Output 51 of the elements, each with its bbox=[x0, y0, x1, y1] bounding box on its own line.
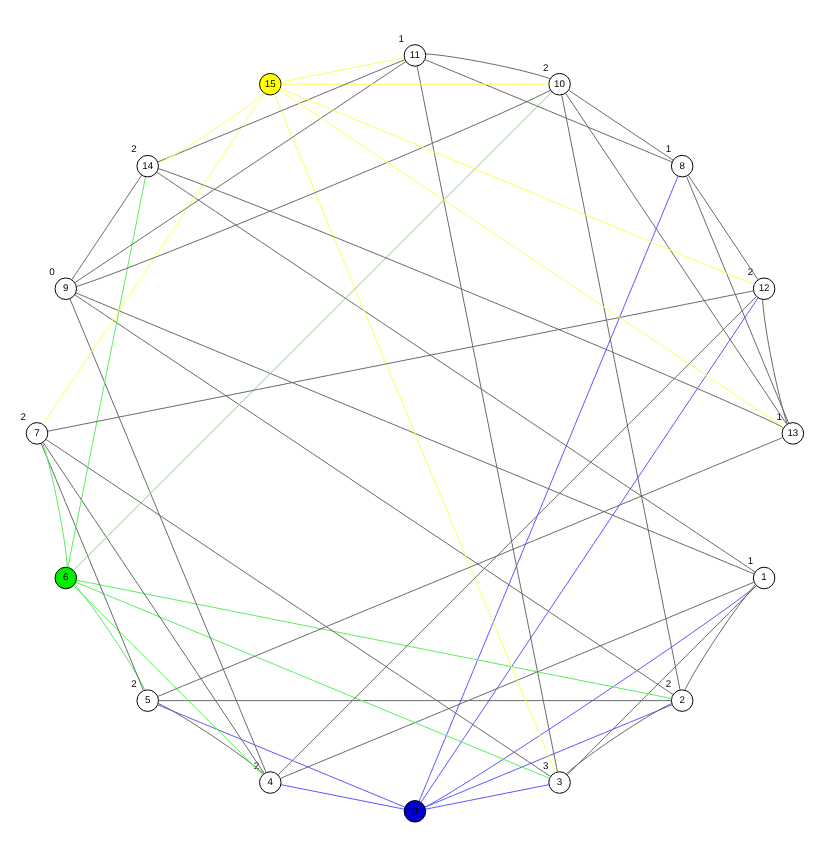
connector bbox=[280, 580, 755, 778]
connector bbox=[280, 82, 550, 84]
connector bbox=[279, 88, 785, 427]
connector bbox=[566, 584, 757, 775]
connector bbox=[568, 88, 674, 160]
connector bbox=[424, 584, 757, 807]
connector bbox=[75, 291, 755, 574]
connector bbox=[42, 441, 68, 567]
connector bbox=[156, 170, 756, 572]
connector bbox=[416, 64, 558, 772]
connector bbox=[273, 92, 556, 772]
connector bbox=[47, 289, 754, 431]
connector bbox=[40, 442, 144, 690]
connector bbox=[69, 297, 267, 772]
connector bbox=[280, 783, 405, 809]
connector bbox=[685, 174, 790, 423]
connector bbox=[73, 584, 264, 775]
connector bbox=[158, 699, 672, 701]
connector bbox=[75, 88, 551, 287]
connector bbox=[157, 436, 784, 696]
connector bbox=[157, 703, 406, 807]
connector bbox=[67, 175, 146, 567]
connector bbox=[157, 167, 785, 428]
connector bbox=[424, 58, 673, 162]
connector bbox=[687, 173, 759, 280]
connector bbox=[561, 93, 681, 690]
connector bbox=[425, 783, 550, 809]
connector bbox=[157, 701, 264, 774]
connector bbox=[424, 703, 673, 807]
connector bbox=[74, 293, 674, 694]
connector bbox=[277, 295, 757, 775]
connector bbox=[76, 578, 672, 698]
connector bbox=[158, 91, 265, 163]
connector bbox=[565, 702, 672, 774]
connector bbox=[74, 60, 407, 283]
connector bbox=[71, 173, 143, 280]
connector bbox=[280, 86, 755, 284]
connector bbox=[280, 56, 405, 82]
connector bbox=[565, 91, 788, 424]
connector bbox=[425, 52, 551, 79]
connector bbox=[42, 441, 265, 774]
connector bbox=[762, 298, 788, 424]
connector bbox=[418, 174, 679, 801]
connector bbox=[42, 92, 265, 424]
connector bbox=[420, 296, 759, 802]
connector bbox=[157, 58, 406, 162]
connector bbox=[684, 583, 756, 690]
connector bbox=[73, 90, 553, 570]
connector bbox=[75, 580, 550, 778]
connector bbox=[74, 583, 146, 690]
connector bbox=[45, 438, 551, 776]
